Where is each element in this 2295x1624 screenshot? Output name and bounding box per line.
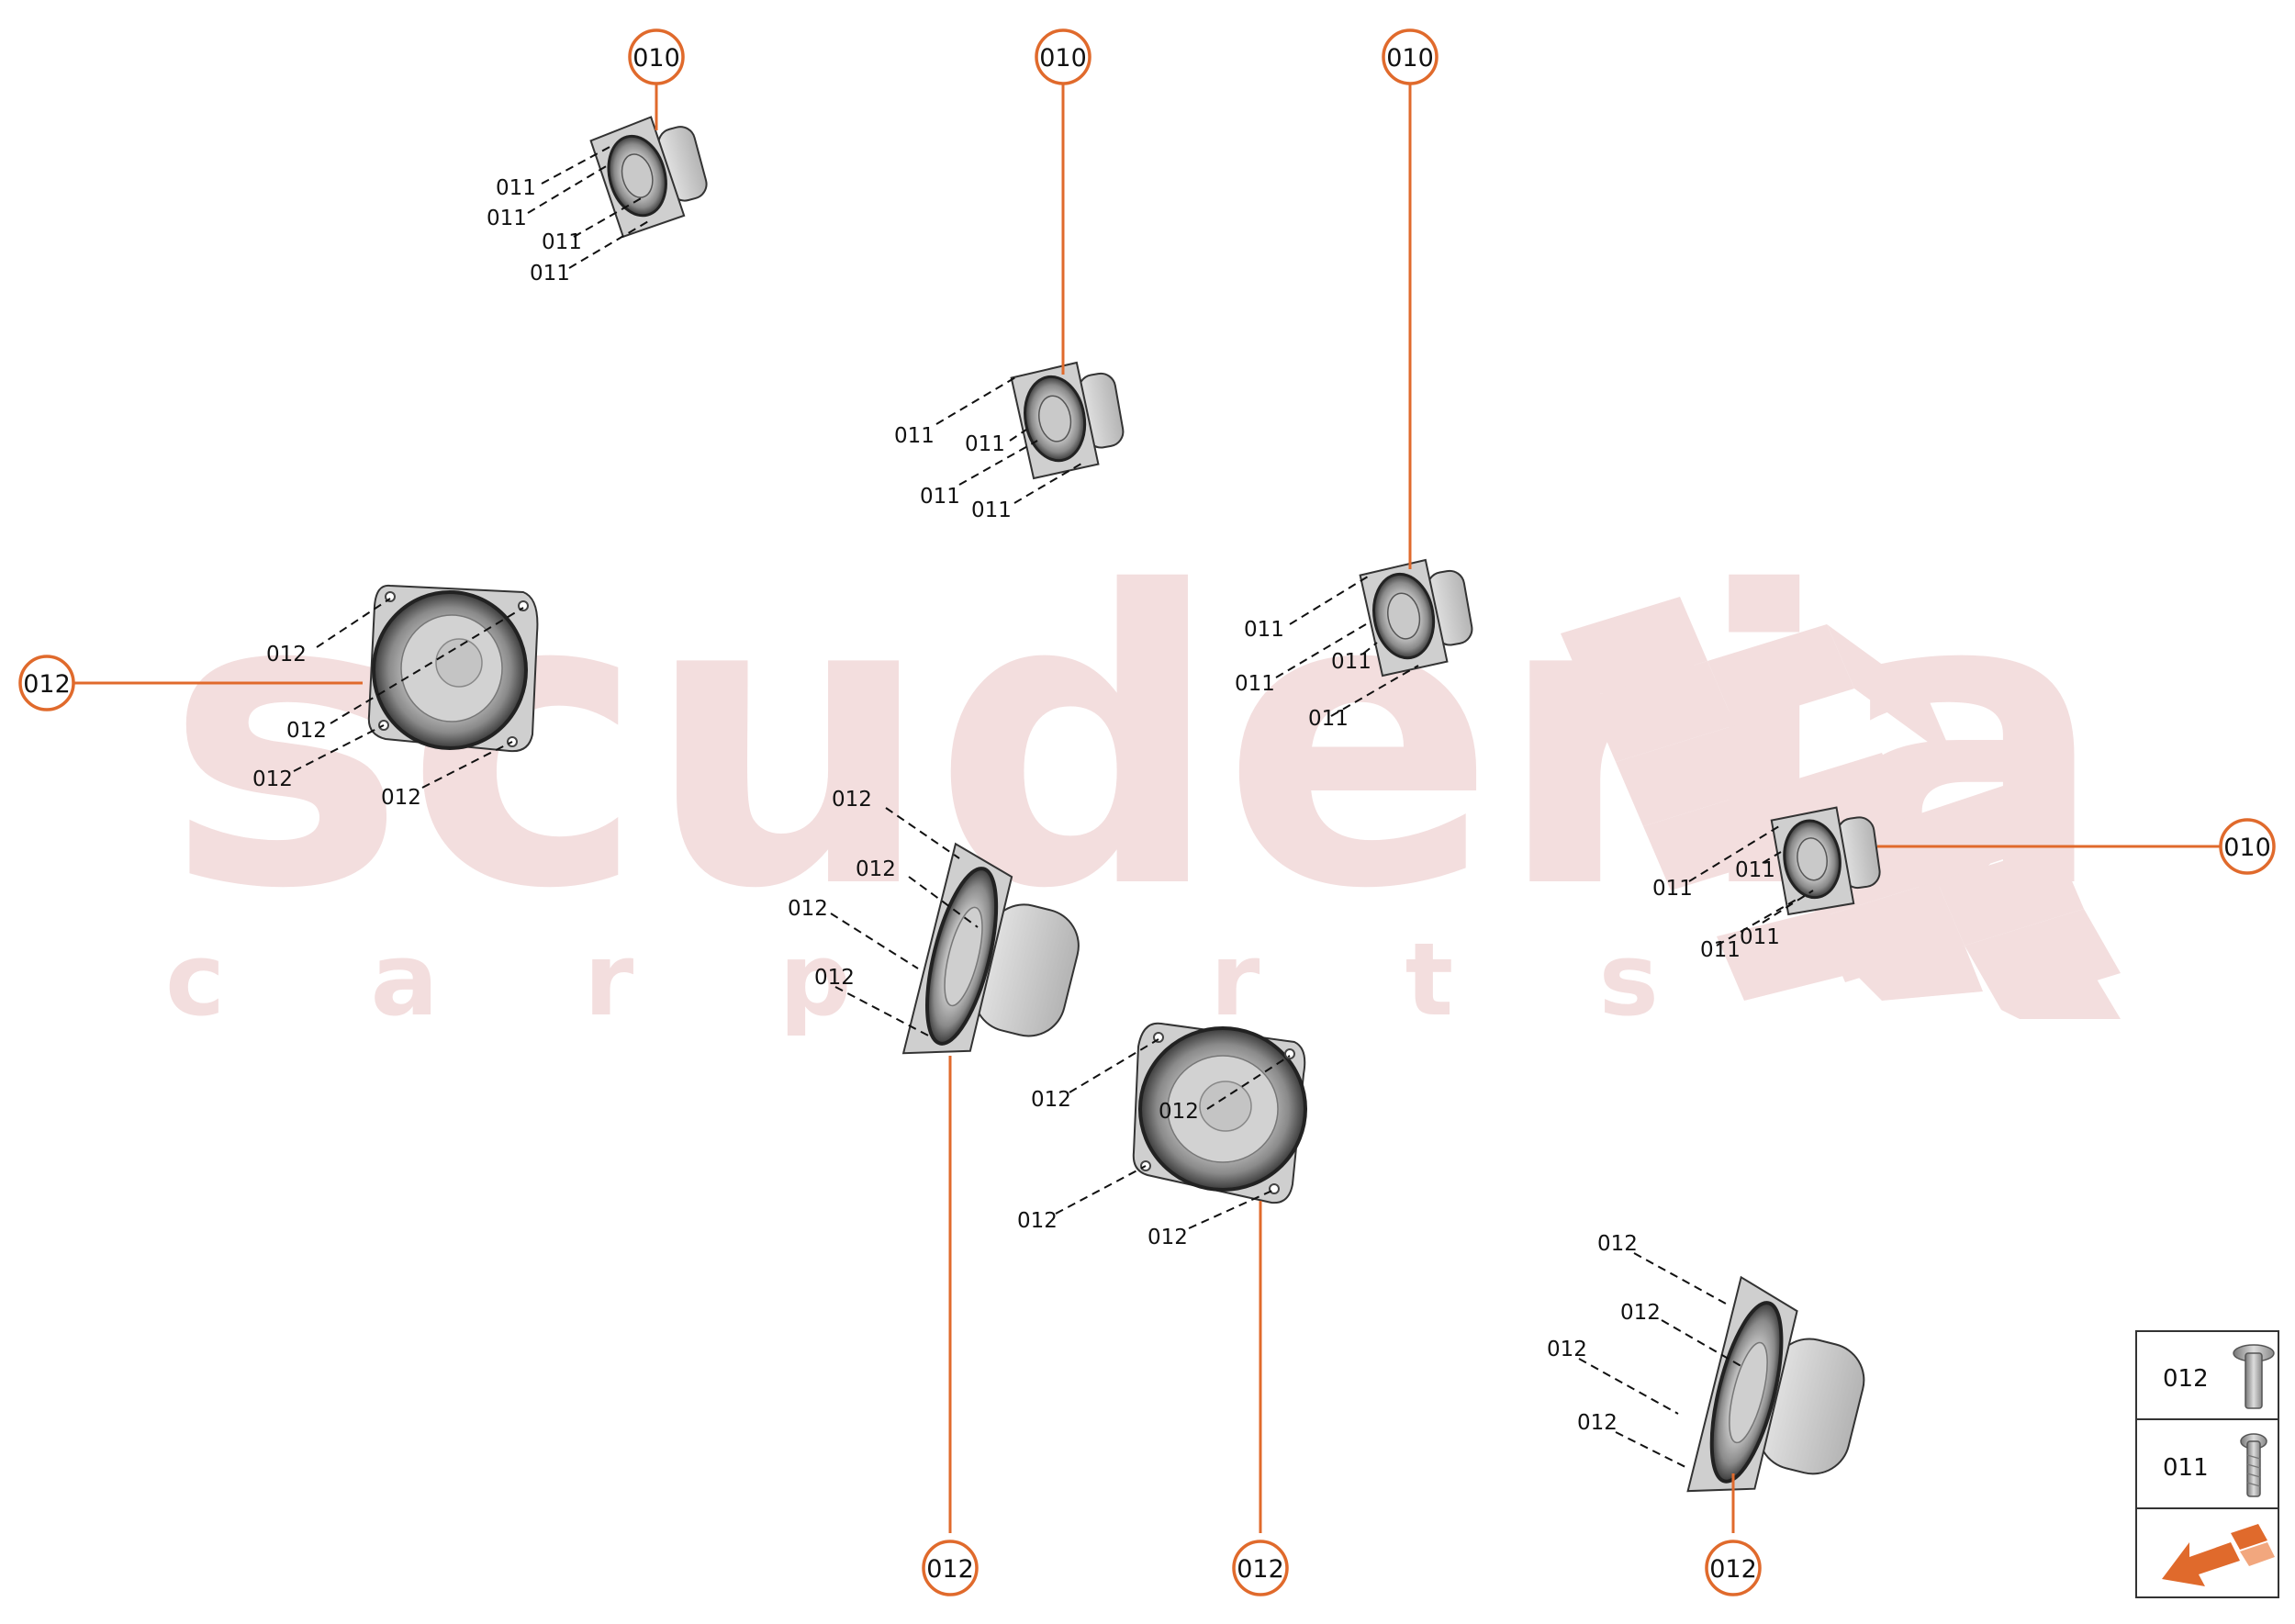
callout-label: 012: [926, 1555, 974, 1584]
screw-label: 011: [487, 207, 527, 230]
screw-label: 011: [965, 432, 1005, 456]
screw-label: 011: [1235, 672, 1275, 696]
screw-dashed-lines: [293, 144, 1814, 1470]
fastener-legend: 012 011: [2135, 1330, 2279, 1598]
screw-label: 011: [1244, 618, 1284, 642]
legend-label: 012: [2163, 1365, 2209, 1393]
callout-label: 010: [1039, 44, 1087, 73]
callout-012[interactable]: 012: [1232, 1540, 1289, 1596]
legend-label: 011: [2163, 1454, 2209, 1482]
screw-label: 012: [1017, 1209, 1058, 1233]
screw-label: 012: [381, 786, 421, 810]
screw-label: 012: [1159, 1100, 1199, 1124]
leader-lines: [72, 79, 2222, 1533]
legend-row-011: 011: [2163, 1433, 2267, 1497]
tweeter-speaker-4: [1770, 806, 1881, 916]
screw-label: 012: [266, 643, 307, 666]
screw-label: 011: [894, 424, 935, 448]
screw-icon: [2233, 1344, 2275, 1409]
screw-label: 012: [856, 857, 896, 881]
screw-label: 011: [542, 230, 582, 254]
callout-012[interactable]: 012: [1705, 1540, 1762, 1596]
screw-label: 011: [530, 262, 570, 286]
screw-label: 011: [1308, 707, 1349, 731]
callout-010[interactable]: 010: [2219, 818, 2276, 875]
screw-label: 011: [1652, 877, 1693, 901]
midrange-speaker-1: [901, 842, 1080, 1055]
screw-label: 012: [252, 767, 293, 791]
callout-label: 012: [1709, 1555, 1757, 1584]
screw-label: 012: [1620, 1301, 1661, 1325]
screw-label: 011: [496, 176, 536, 200]
callout-label: 010: [2223, 834, 2271, 862]
callout-012[interactable]: 012: [18, 655, 75, 711]
tweeter-speaker-3: [1359, 558, 1473, 678]
watermark: scuderia c a r p a r t s: [165, 507, 2121, 1038]
midrange-speaker-2: [1686, 1275, 1865, 1493]
direction-arrow-icon: [2162, 1524, 2275, 1586]
callout-label: 012: [23, 670, 71, 699]
screw-label: 012: [1148, 1226, 1188, 1249]
tweeter-speaker-1: [589, 116, 708, 239]
screw-label: 011: [1700, 938, 1741, 962]
callout-010[interactable]: 010: [1382, 28, 1439, 85]
screw-label: 011: [1331, 650, 1371, 674]
screw-label: 012: [1577, 1411, 1618, 1435]
screw-label: 012: [1547, 1338, 1587, 1361]
woofer-speaker-2: [1132, 1022, 1307, 1204]
screw-label: 012: [814, 966, 855, 990]
screw-label: 012: [788, 897, 828, 921]
callout-010[interactable]: 010: [628, 28, 685, 85]
screw-label: 011: [1740, 925, 1780, 949]
screw-label: 012: [832, 788, 872, 812]
woofer-speaker-1: [367, 584, 539, 753]
screw-label: 012: [1031, 1088, 1071, 1112]
callout-label: 010: [633, 44, 680, 73]
tweeter-speaker-2: [1010, 361, 1125, 480]
checkered-flag-watermark: [1561, 597, 2121, 1019]
callout-label: 012: [1237, 1555, 1284, 1584]
legend-row-012: 012: [2163, 1344, 2275, 1409]
callout-010[interactable]: 010: [1035, 28, 1092, 85]
callout-label: 010: [1386, 44, 1434, 73]
screw-label: 012: [286, 719, 327, 743]
screw-label: 011: [1735, 858, 1775, 882]
part-labels: 011 011 011 011 011 011 011 011 011 011 …: [252, 176, 1780, 1435]
callout-012[interactable]: 012: [922, 1540, 979, 1596]
screw-icon: [2240, 1433, 2267, 1497]
screw-label: 011: [971, 498, 1012, 522]
screw-label: 012: [1597, 1232, 1638, 1256]
callouts: 010 010 010 012 010 012 012 012: [18, 28, 2276, 1596]
screw-label: 011: [920, 485, 960, 509]
